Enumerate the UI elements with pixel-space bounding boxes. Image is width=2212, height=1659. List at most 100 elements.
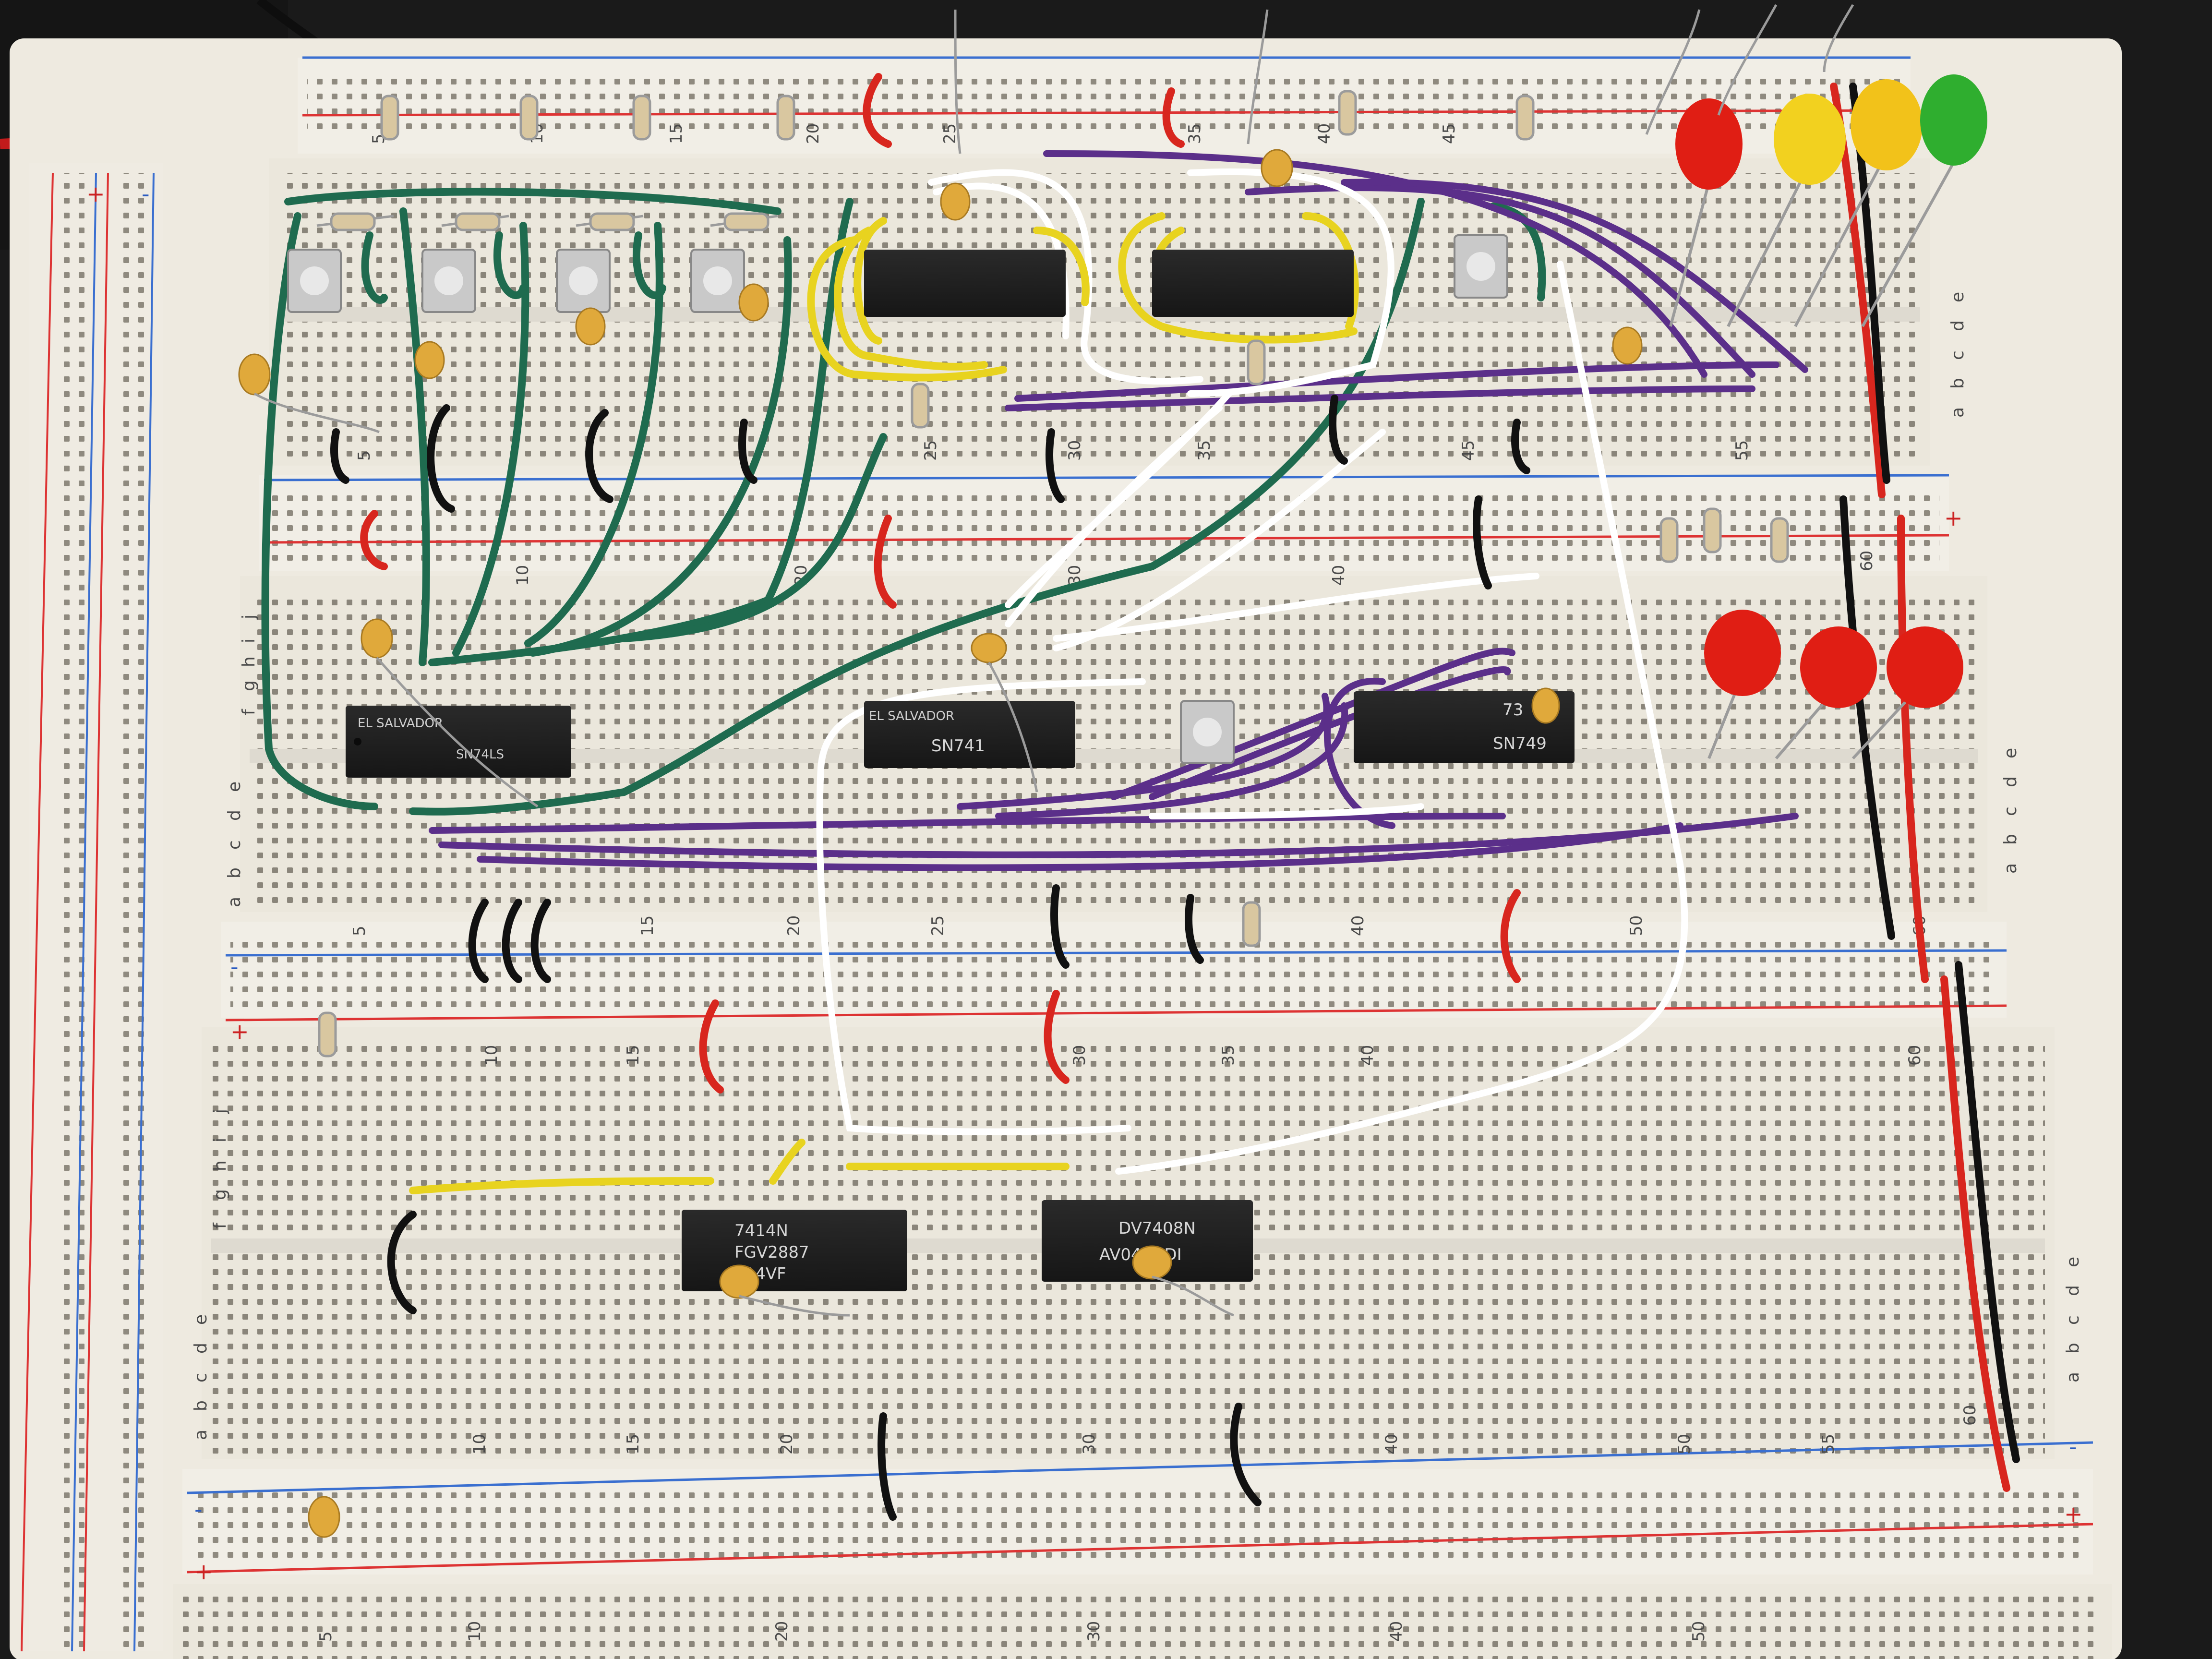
column-label: 15 xyxy=(624,1045,643,1066)
chip-label: FGV2887 xyxy=(734,1243,809,1262)
row-label: d xyxy=(225,810,244,821)
row-label: h xyxy=(239,656,259,667)
column-label: 50 xyxy=(1675,1434,1694,1455)
column-label: 20 xyxy=(772,1621,792,1642)
row-label: i xyxy=(210,1138,230,1142)
column-label: 45 xyxy=(1459,440,1478,461)
column-label: 5 xyxy=(355,450,374,461)
chip-label: SN74LS xyxy=(456,747,504,762)
row-label: a xyxy=(1948,407,1968,418)
row-label: d xyxy=(2001,776,2020,787)
push-buttons xyxy=(287,234,1508,764)
row-label: e xyxy=(1948,292,1968,302)
column-label: 40 xyxy=(1382,1434,1401,1455)
chip-label: EL SALVADOR xyxy=(358,716,443,731)
column-label: 10 xyxy=(465,1621,484,1642)
column-label: 5 xyxy=(350,926,369,936)
row-label: h xyxy=(210,1160,230,1171)
column-label: 10 xyxy=(482,1045,501,1066)
row-label: e xyxy=(2001,748,2020,758)
column-label: 5 xyxy=(316,1631,336,1642)
yellow-led xyxy=(1794,79,1923,327)
row-label: d xyxy=(2063,1285,2083,1296)
yellow-led xyxy=(1727,94,1846,327)
column-label: 50 xyxy=(1627,915,1646,936)
row-label: a xyxy=(2063,1372,2083,1382)
minus-sign: - xyxy=(194,1496,203,1522)
column-label: 35 xyxy=(1219,1045,1238,1066)
column-label: 55 xyxy=(1819,1434,1838,1455)
minus-sign: - xyxy=(230,954,239,980)
row-label: b xyxy=(2001,834,2020,845)
chip-label: 73 xyxy=(1503,700,1523,720)
capacitors xyxy=(238,149,1643,1538)
column-label: 25 xyxy=(921,440,940,461)
chip-label: EL SALVADOR xyxy=(869,709,954,723)
row-label: b xyxy=(225,867,244,878)
row-label: c xyxy=(2063,1315,2083,1325)
red-led xyxy=(1669,98,1743,327)
row-label: i xyxy=(239,638,259,643)
chip-label: DV7408N xyxy=(1118,1219,1196,1238)
column-label: 35 xyxy=(1195,440,1214,461)
column-label: 20 xyxy=(777,1434,796,1455)
row-label: b xyxy=(1948,378,1968,389)
row-label: c xyxy=(2001,806,2020,816)
purple-wires xyxy=(429,150,1808,871)
row-label: j xyxy=(210,1109,230,1114)
row-label: c xyxy=(1948,350,1968,360)
column-label: 10 xyxy=(513,565,532,586)
row-label: g xyxy=(239,680,259,691)
column-label: 45 xyxy=(1440,123,1459,144)
red-led xyxy=(1704,610,1781,759)
ic-chip-top-left xyxy=(864,250,1066,317)
ic-chip-top-right xyxy=(1152,250,1354,317)
column-label: 20 xyxy=(784,915,804,936)
ic-chip-2: EL SALVADOR SN741 xyxy=(864,701,1075,768)
red-led xyxy=(1775,626,1877,759)
minus-sign: - xyxy=(142,181,150,207)
ic-chip-3: 73 SN749 xyxy=(1354,691,1575,763)
column-label: 50 xyxy=(1689,1621,1708,1642)
column-label: 40 xyxy=(1387,1621,1406,1642)
column-label: 40 xyxy=(1315,123,1334,144)
left-power-rail xyxy=(21,163,163,1652)
column-label: 15 xyxy=(667,123,686,144)
row-label: a xyxy=(225,897,244,907)
column-label: 30 xyxy=(1084,1621,1104,1642)
column-label: 60 xyxy=(1857,551,1876,571)
row-label: f xyxy=(239,709,259,715)
chip-label: 7414N xyxy=(734,1221,788,1240)
row-label: b xyxy=(2063,1343,2083,1354)
column-label: 30 xyxy=(1070,1045,1089,1066)
leds xyxy=(1669,74,1987,760)
column-label: 35 xyxy=(1185,123,1204,144)
column-label: 55 xyxy=(1732,440,1752,461)
column-label: 40 xyxy=(1348,915,1368,936)
row-label: g xyxy=(210,1189,230,1200)
row-label: a xyxy=(191,1430,211,1440)
row-label: e xyxy=(191,1314,211,1325)
ic-chip-4: 7414N FGV2887 014VF xyxy=(682,1210,907,1291)
row-label: f xyxy=(210,1222,230,1229)
column-label: 40 xyxy=(1358,1045,1377,1066)
rail-signs: + - + - + - + + - xyxy=(86,181,2083,1585)
green-led xyxy=(1861,74,1987,327)
plus-sign: + xyxy=(1944,505,1963,531)
minus-sign: - xyxy=(2069,1434,2077,1460)
row-labels: a b c d e f g h i j a b c d e f g h i j … xyxy=(191,292,2083,1440)
column-label: 30 xyxy=(1080,1434,1099,1455)
resistors xyxy=(316,90,1789,1058)
breadboard xyxy=(10,38,2122,1659)
row-label: e xyxy=(225,781,244,792)
chip-label: SN749 xyxy=(1493,734,1547,753)
component-leads xyxy=(253,4,1854,1317)
red-led xyxy=(1851,626,1963,760)
row-label: c xyxy=(225,840,244,850)
plus-sign: + xyxy=(86,181,105,207)
column-label: 60 xyxy=(1960,1405,1980,1426)
row-label: a xyxy=(2001,863,2020,874)
column-label: 20 xyxy=(804,123,823,144)
column-label: 25 xyxy=(940,123,960,144)
